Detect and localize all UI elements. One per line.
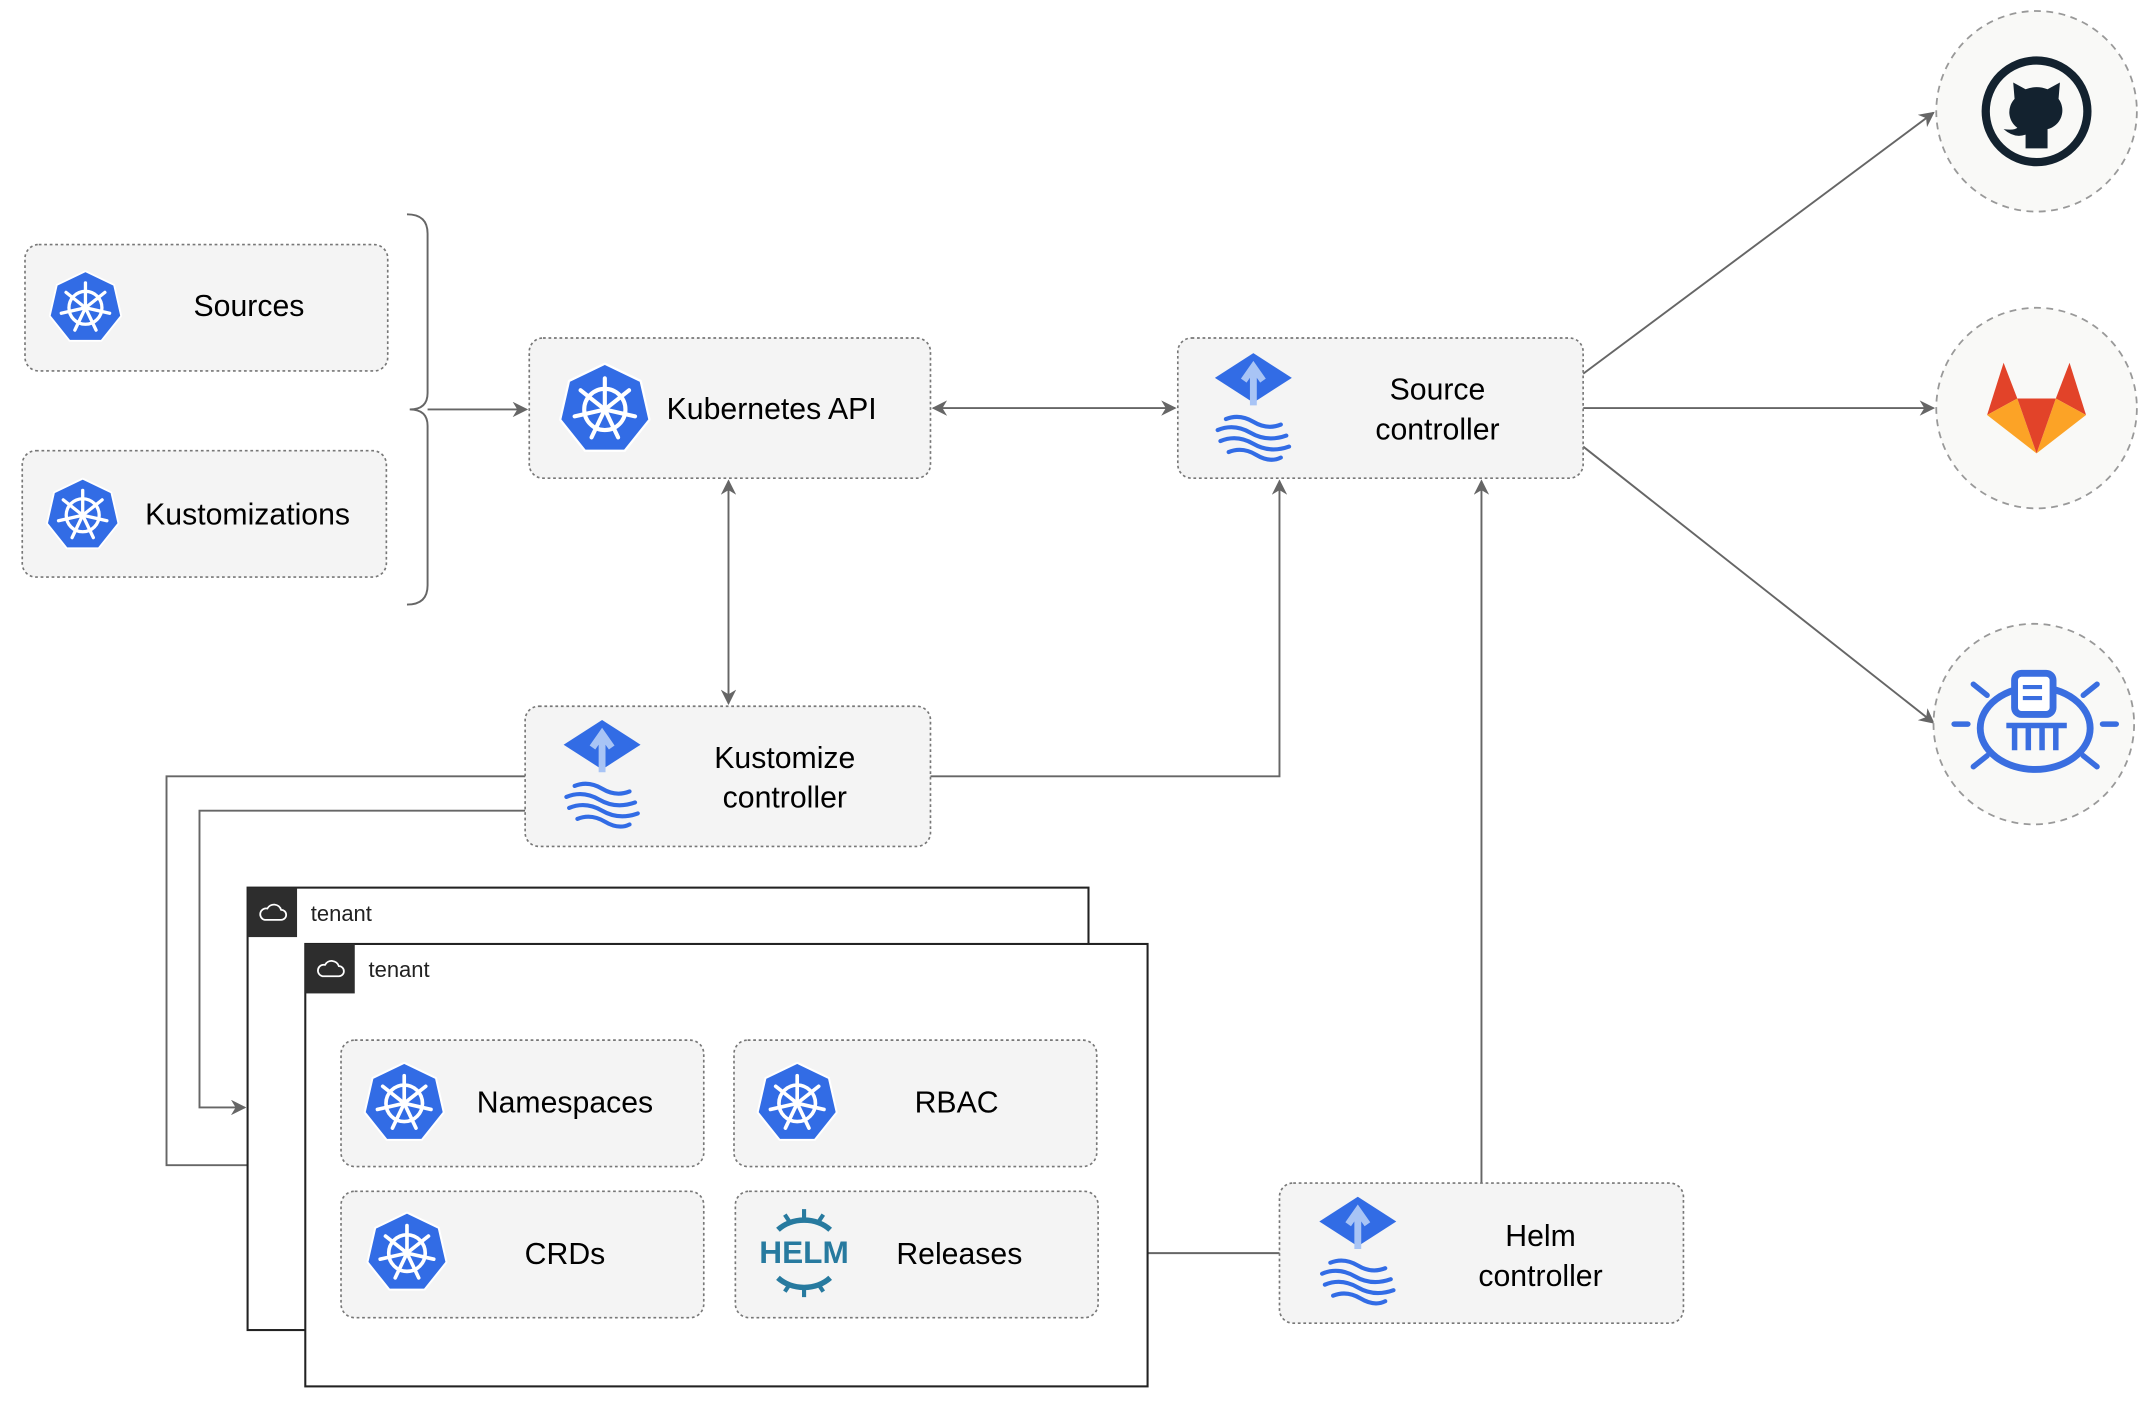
node-kustomizations[interactable]: Kustomizations xyxy=(21,449,388,578)
kustomize-controller-label-2: controller xyxy=(723,782,847,815)
bucket-icon xyxy=(1951,669,2120,773)
edge-kustomize-to-tenant-1 xyxy=(198,809,526,1116)
helm-controller-label-1: Helm xyxy=(1505,1220,1576,1253)
edge-source-to-bucket xyxy=(1582,445,1935,724)
node-namespaces[interactable]: Namespaces xyxy=(340,1039,705,1168)
node-helm-controller[interactable]: Helm controller xyxy=(1278,1182,1685,1325)
edge-source-to-github xyxy=(1582,111,1935,375)
tenant-label: tenant xyxy=(369,957,430,982)
kustomize-controller-label-1: Kustomize xyxy=(714,742,855,775)
source-controller-label-2: controller xyxy=(1375,413,1499,446)
node-crds[interactable]: CRDs xyxy=(340,1190,705,1319)
helm-controller-label-2: controller xyxy=(1478,1260,1602,1293)
gitlab-icon xyxy=(1987,362,2087,454)
source-gitlab[interactable] xyxy=(1935,306,2138,510)
releases-label: Releases xyxy=(896,1238,1022,1271)
node-rbac[interactable]: RBAC xyxy=(733,1039,1098,1168)
edge-kustomize-to-source-controller xyxy=(930,479,1288,778)
kustomizations-label: Kustomizations xyxy=(145,499,350,532)
rbac-label: RBAC xyxy=(915,1087,999,1120)
helm-icon: HELM xyxy=(759,1209,849,1298)
node-releases[interactable]: HELM Releases xyxy=(734,1190,1099,1319)
edge-kustomize-to-tenant-2 xyxy=(165,775,526,1173)
kubernetes-api-label: Kubernetes API xyxy=(667,393,877,426)
node-sources[interactable]: Sources xyxy=(24,243,389,372)
node-source-controller[interactable]: Source controller xyxy=(1176,337,1584,479)
source-github[interactable] xyxy=(1935,10,2138,213)
node-kubernetes-api[interactable]: Kubernetes API xyxy=(528,337,932,479)
tenant-label: tenant xyxy=(311,901,372,926)
source-bucket[interactable] xyxy=(1932,622,2136,826)
sources-label: Sources xyxy=(194,290,305,323)
helm-logo-text: HELM xyxy=(759,1234,849,1270)
crds-label: CRDs xyxy=(525,1238,606,1271)
source-controller-label-1: Source xyxy=(1390,374,1486,407)
github-icon xyxy=(1981,56,2092,167)
sources-brace xyxy=(406,213,429,606)
node-kustomize-controller[interactable]: Kustomize controller xyxy=(524,705,932,848)
namespaces-label: Namespaces xyxy=(477,1087,653,1120)
